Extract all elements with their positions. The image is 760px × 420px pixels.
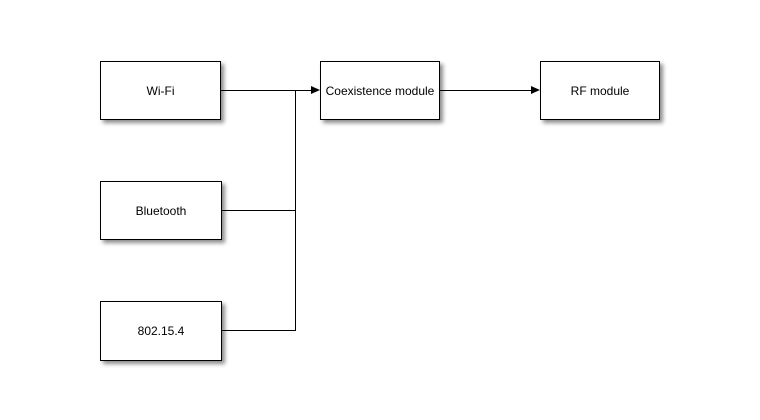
node-wifi[interactable]: Wi-Fi	[100, 61, 221, 120]
arrowhead-into-coexistence-icon	[311, 86, 320, 94]
arrowhead-into-rf-icon	[531, 86, 540, 94]
node-rf-module-label: RF module	[570, 83, 630, 98]
connector-wifi-to-trunk	[221, 90, 312, 91]
connector-coexistence-to-rf	[440, 90, 532, 91]
node-rf-module[interactable]: RF module	[540, 61, 660, 120]
node-802-15-4[interactable]: 802.15.4	[100, 301, 222, 361]
node-bluetooth-label: Bluetooth	[135, 203, 187, 218]
connector-zigbee-to-trunk	[222, 330, 296, 331]
connector-bluetooth-to-trunk	[222, 210, 296, 211]
node-wifi-label: Wi-Fi	[146, 83, 175, 98]
node-802-15-4-label: 802.15.4	[137, 324, 185, 338]
node-bluetooth[interactable]: Bluetooth	[100, 181, 222, 240]
node-coexistence-module-label: Coexistence module	[325, 83, 435, 98]
node-coexistence-module[interactable]: Coexistence module	[320, 61, 440, 120]
